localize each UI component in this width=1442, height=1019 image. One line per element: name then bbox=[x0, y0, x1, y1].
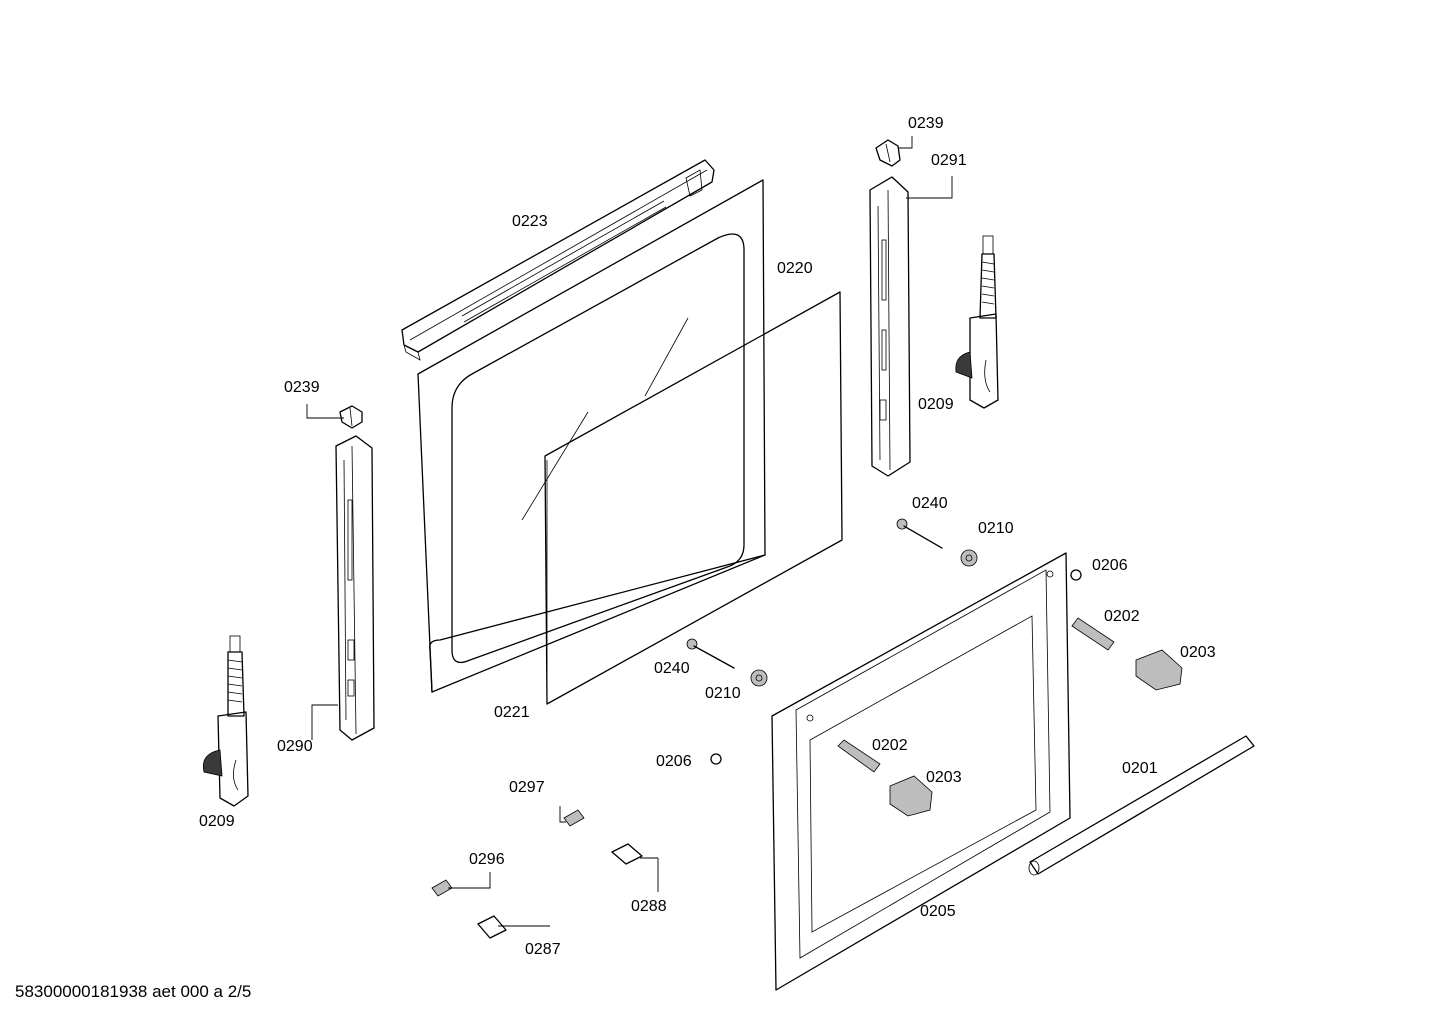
part-0220-back-panel bbox=[417, 179, 766, 693]
part-0203-block-right bbox=[1135, 649, 1183, 691]
label-0209-left: 0209 bbox=[199, 813, 235, 830]
part-0290-left-rail bbox=[335, 435, 375, 741]
part-0239-left-clip bbox=[339, 405, 363, 429]
label-0209-right: 0209 bbox=[918, 396, 954, 413]
label-0223: 0223 bbox=[512, 213, 548, 230]
label-0202-right: 0202 bbox=[1104, 608, 1140, 625]
part-0210-nut-mid bbox=[750, 669, 768, 687]
label-0201: 0201 bbox=[1122, 760, 1158, 777]
part-0205-front-door bbox=[771, 552, 1071, 991]
part-0291-right-rail bbox=[869, 176, 911, 477]
part-0203-block-inner bbox=[889, 775, 933, 817]
part-0209-right-hinge bbox=[955, 235, 999, 409]
part-0202-pin-inner bbox=[837, 739, 881, 773]
label-0203-inner: 0203 bbox=[926, 769, 962, 786]
label-0221: 0221 bbox=[494, 704, 530, 721]
label-0220: 0220 bbox=[777, 260, 813, 277]
part-0288-bracket bbox=[611, 843, 643, 865]
label-0206-right: 0206 bbox=[1092, 557, 1128, 574]
part-0206-screw-mid bbox=[710, 753, 722, 765]
label-0210-mid: 0210 bbox=[705, 685, 741, 702]
part-0206-screw-right bbox=[1070, 569, 1082, 581]
part-0201-handle bbox=[1028, 735, 1255, 876]
label-0287: 0287 bbox=[525, 941, 561, 958]
part-0287-bracket bbox=[477, 915, 507, 939]
label-0240-top: 0240 bbox=[912, 495, 948, 512]
label-0205: 0205 bbox=[920, 903, 956, 920]
label-0240-mid: 0240 bbox=[654, 660, 690, 677]
label-0291: 0291 bbox=[931, 152, 967, 169]
drawing-number: 58300000181938 aet 000 a 2/5 bbox=[15, 982, 252, 1001]
leader-lines bbox=[306, 136, 953, 927]
label-0290: 0290 bbox=[277, 738, 313, 755]
label-0296: 0296 bbox=[469, 851, 505, 868]
part-0223-top-trim bbox=[401, 159, 715, 361]
part-0240-bolt-mid bbox=[686, 638, 735, 669]
part-0240-bolt-top bbox=[896, 518, 943, 549]
label-0297: 0297 bbox=[509, 779, 545, 796]
label-0206-mid: 0206 bbox=[656, 753, 692, 770]
label-0239-left: 0239 bbox=[284, 379, 320, 396]
label-0239-top: 0239 bbox=[908, 115, 944, 132]
part-0209-left-hinge bbox=[202, 635, 249, 807]
part-0239-top-clip bbox=[875, 139, 901, 167]
part-0202-pin-right bbox=[1071, 617, 1115, 651]
label-0202-inner: 0202 bbox=[872, 737, 908, 754]
part-0210-nut-top bbox=[960, 549, 978, 567]
label-0210-top: 0210 bbox=[978, 520, 1014, 537]
label-0288: 0288 bbox=[631, 898, 667, 915]
label-0203-right: 0203 bbox=[1180, 644, 1216, 661]
part-0297-clip bbox=[563, 809, 585, 827]
part-0221-inner-glass bbox=[544, 291, 843, 705]
